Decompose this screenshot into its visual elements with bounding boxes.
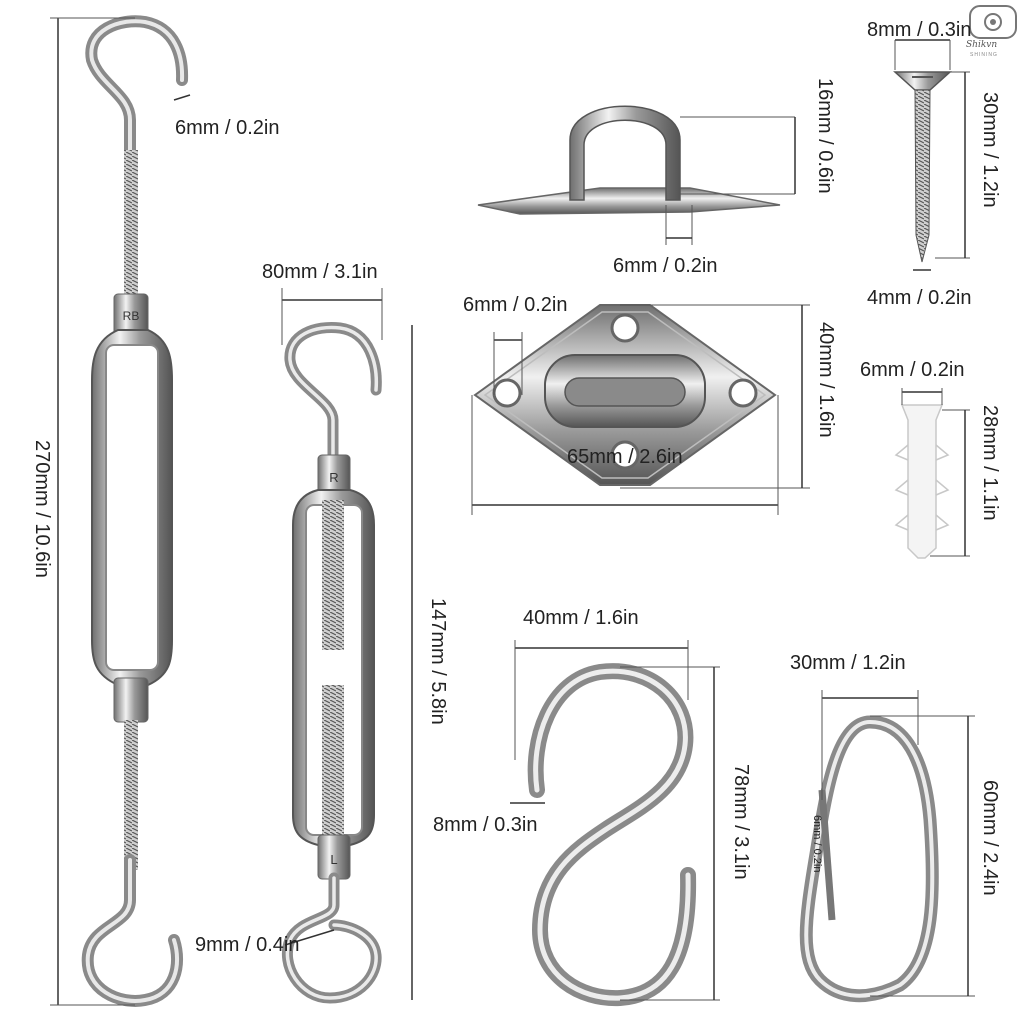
- large-turnbuckle-hook-dim: 6mm / 0.2in: [175, 117, 280, 139]
- small-turnbuckle-width-dim: 80mm / 3.1in: [262, 261, 378, 283]
- carabiner-length-dim: 60mm / 2.4in: [979, 780, 1001, 896]
- wall-plug: [894, 388, 970, 559]
- screw-shank-dim: 4mm / 0.2in: [867, 287, 972, 309]
- s-hook-width-dim: 40mm / 1.6in: [523, 607, 639, 629]
- s-hook-length-dim: 78mm / 3.1in: [730, 764, 752, 880]
- screw: [893, 39, 970, 271]
- carabiner: [799, 690, 975, 1003]
- carabiner-wire-dim: 6mm / 0.2in: [811, 815, 823, 873]
- brand-logo-icon: [969, 5, 1017, 39]
- small-turnbuckle-bottom-mark: L: [330, 852, 337, 867]
- small-turnbuckle-length-dim: 147mm / 5.8in: [427, 598, 449, 725]
- carabiner-width-dim: 30mm / 1.2in: [790, 652, 906, 674]
- large-turnbuckle-top-mark: RB: [123, 309, 140, 323]
- large-turnbuckle: RB: [50, 15, 191, 1007]
- pad-eye-thickness-dim: 6mm / 0.2in: [613, 255, 718, 277]
- small-turnbuckle-top-mark: R: [329, 470, 338, 485]
- pad-eye-width-dim: 40mm / 1.6in: [815, 322, 837, 438]
- pad-eye-top-view: [471, 304, 810, 515]
- pad-eye-length-dim: 65mm / 2.6in: [567, 446, 683, 468]
- screw-head-dim: 8mm / 0.3in: [867, 19, 972, 41]
- brand-logo-text: Shikvn: [966, 40, 998, 50]
- screw-length-dim: 30mm / 1.2in: [979, 92, 1001, 208]
- pad-eye-side-view: [477, 105, 796, 245]
- wall-plug-length-dim: 28mm / 1.1in: [979, 405, 1001, 521]
- large-turnbuckle-length-dim: 270mm / 10.6in: [31, 440, 53, 578]
- brand-logo-subtext: SHINING: [970, 52, 998, 58]
- small-turnbuckle: R L: [281, 288, 413, 1004]
- pad-eye-hole-dim: 6mm / 0.2in: [463, 294, 568, 316]
- wall-plug-width-dim: 6mm / 0.2in: [860, 359, 965, 381]
- pad-eye-height-dim: 16mm / 0.6in: [814, 78, 836, 194]
- small-turnbuckle-hook-dim: 9mm / 0.4in: [195, 934, 300, 956]
- s-hook: [510, 640, 720, 1007]
- s-hook-wire-dim: 8mm / 0.3in: [433, 814, 538, 836]
